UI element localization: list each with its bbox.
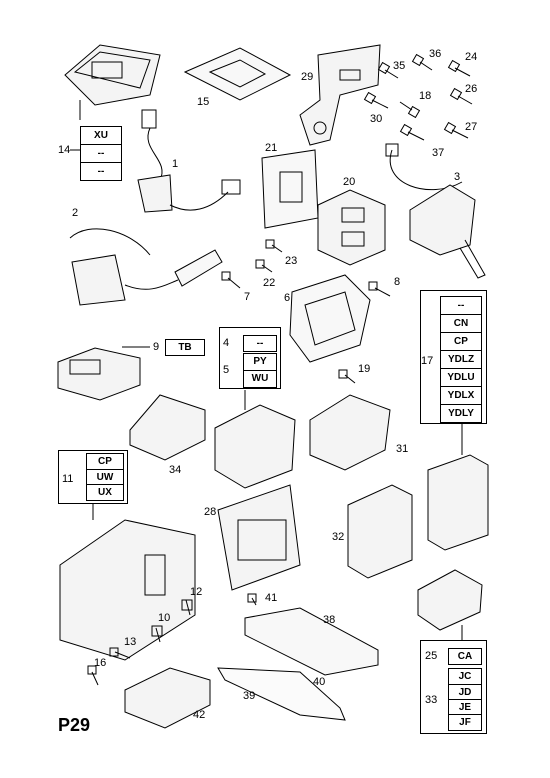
code-cell: YDLU — [441, 368, 481, 386]
code-cell: YDLZ — [441, 350, 481, 368]
control-module-part-9 — [57, 346, 150, 401]
callout-38: 38 — [323, 614, 336, 626]
callout-27: 27 — [465, 121, 478, 133]
code-cell: CP — [441, 332, 481, 350]
callout-34: 34 — [169, 464, 182, 476]
code-cell: CN — [441, 314, 481, 332]
code-box-17: -- CN CP YDLZ YDLU YDLX YDLY — [440, 296, 482, 423]
code-cell: -- — [457, 300, 465, 311]
callout-19: 19 — [358, 363, 371, 375]
control-module-part-5 — [214, 390, 296, 489]
code-cell: JE — [449, 699, 481, 715]
callout-5: 5 — [223, 364, 230, 376]
sensor-harness-part-1 — [137, 109, 241, 213]
callout-25: 25 — [425, 650, 438, 662]
callout-4: 4 — [223, 337, 230, 349]
callout-37: 37 — [432, 147, 445, 159]
callout-41: 41 — [265, 592, 278, 604]
callout-26: 26 — [465, 83, 478, 95]
code-cell: PY — [253, 356, 267, 367]
callout-20: 20 — [343, 176, 356, 188]
page-code: P29 — [58, 715, 91, 735]
code-cell: XU — [94, 130, 108, 141]
code-box-5: PY WU — [243, 353, 277, 388]
callout-11: 11 — [62, 473, 74, 485]
callout-16: 16 — [94, 657, 107, 669]
code-cell: -- — [81, 162, 121, 180]
callout-29: 29 — [301, 71, 314, 83]
callout-12: 12 — [190, 586, 203, 598]
control-module-part-34 — [129, 394, 206, 461]
bolts-group-middle — [221, 239, 391, 384]
callout-18: 18 — [419, 90, 432, 102]
callout-24: 24 — [465, 51, 478, 63]
callout-32: 32 — [332, 531, 345, 543]
callout-21: 21 — [265, 142, 278, 154]
control-module-part-42 — [124, 667, 211, 729]
callout-35: 35 — [393, 60, 406, 72]
code-cell: YDLX — [441, 386, 481, 404]
bracket-part-29 — [299, 44, 381, 146]
tray-part-6 — [289, 274, 371, 363]
callout-8: 8 — [394, 276, 401, 288]
cover-part-38 — [244, 607, 379, 676]
callout-36: 36 — [429, 48, 442, 60]
callout-13: 13 — [124, 636, 137, 648]
callout-28: 28 — [204, 506, 217, 518]
callout-33: 33 — [425, 694, 438, 706]
control-module-part-20 — [317, 189, 386, 266]
code-cell: YDLY — [441, 404, 481, 422]
code-cell: JF — [449, 714, 481, 730]
code-cell: WU — [244, 370, 276, 387]
code-box-14: XU -- -- — [80, 126, 122, 181]
bracket-part-39 — [217, 667, 346, 721]
callout-30: 30 — [370, 113, 383, 125]
callout-23: 23 — [285, 255, 298, 267]
callout-9: 9 — [153, 341, 160, 353]
code-cell: JC — [458, 671, 472, 682]
actuator-part-3 — [385, 143, 486, 279]
code-box-4: -- — [243, 335, 277, 352]
callout-22: 22 — [263, 277, 276, 289]
code-cell: -- — [81, 144, 121, 162]
mounting-bracket-part-21 — [261, 149, 319, 229]
code-cell: JD — [449, 684, 481, 700]
code-cell: CP — [98, 456, 112, 467]
callout-31: 31 — [396, 443, 409, 455]
gasket-plate-part-15 — [183, 47, 292, 101]
control-module-part-11 — [59, 500, 196, 661]
control-module-part-17 — [427, 422, 489, 551]
callout-42: 42 — [193, 709, 206, 721]
control-module-part-25 — [417, 569, 483, 640]
control-module-part-31 — [309, 394, 391, 471]
callout-40: 40 — [313, 676, 326, 688]
harness-module-part-2 — [69, 228, 223, 306]
control-module-part-32 — [347, 484, 413, 579]
code-box-33: JC JD JE JF — [448, 668, 482, 731]
code-box-11: CP UW UX — [86, 453, 124, 501]
callout-15: 15 — [197, 96, 210, 108]
code-box-9: TB — [165, 339, 205, 356]
callout-6: 6 — [284, 292, 291, 304]
callout-14: 14 — [58, 144, 71, 156]
callout-1: 1 — [172, 158, 179, 170]
callout-10: 10 — [158, 612, 171, 624]
code-cell: UW — [87, 469, 123, 485]
control-module-part-28 — [217, 484, 301, 591]
callout-2: 2 — [72, 207, 79, 219]
code-box-25: CA — [448, 648, 482, 665]
callout-17: 17 — [421, 355, 434, 367]
bolts-group-top-right — [363, 53, 473, 141]
callout-7: 7 — [244, 291, 251, 303]
callout-39: 39 — [243, 690, 256, 702]
module-part-14 — [64, 44, 161, 120]
callout-3: 3 — [454, 171, 461, 183]
code-cell: UX — [87, 484, 123, 500]
